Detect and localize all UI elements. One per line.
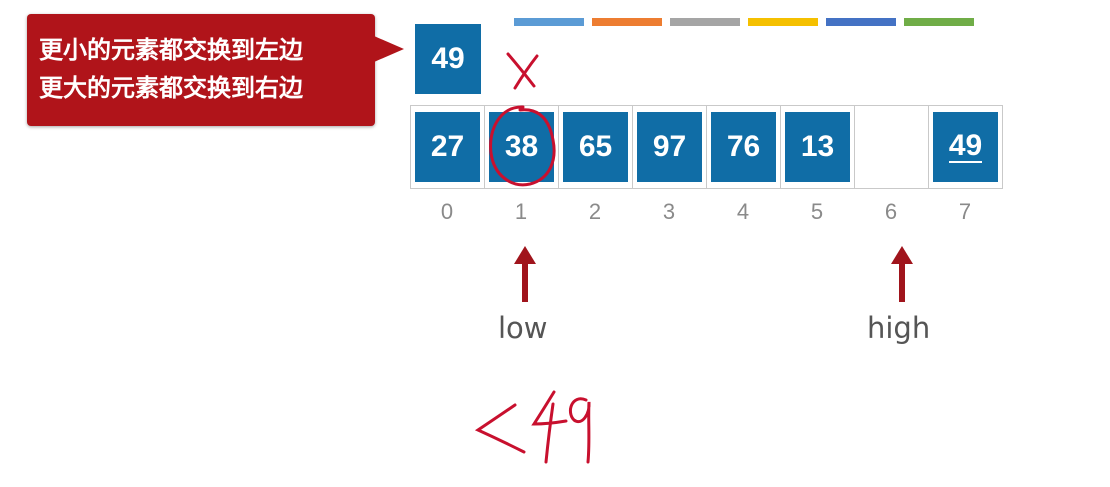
array-cell-value: 76 (711, 112, 776, 182)
color-segment (748, 18, 818, 26)
array-cell: 97 (632, 105, 707, 189)
array-cell: 13 (780, 105, 855, 189)
low-pointer-label: low (498, 311, 548, 345)
index-label: 1 (514, 199, 528, 224)
color-segment (670, 18, 740, 26)
callout-pointer (374, 36, 404, 62)
index-label: 6 (884, 199, 898, 224)
digit-4-stroke (531, 390, 568, 426)
high-pointer-arrow-icon (891, 246, 913, 302)
less-than-stroke (474, 403, 526, 454)
color-segment (904, 18, 974, 26)
index-label: 7 (958, 199, 972, 224)
array-cell-value: 65 (563, 112, 628, 182)
callout-line-1: 更小的元素都交换到左边 (39, 36, 303, 64)
high-pointer-label: high (867, 311, 931, 345)
array-cell: 76 (706, 105, 781, 189)
array-cell: 65 (558, 105, 633, 189)
array-cell-value: 13 (785, 112, 850, 182)
digit-4-stroke (544, 402, 555, 464)
index-label: 3 (662, 199, 676, 224)
color-segment (826, 18, 896, 26)
color-segment (514, 18, 584, 26)
array: 27 38 65 97 76 13 49 (410, 105, 1003, 189)
index-label: 4 (736, 199, 750, 224)
array-cell-value: 49 (933, 112, 998, 182)
color-segment (592, 18, 662, 26)
index-label: 5 (810, 199, 824, 224)
pivot-value-box: 49 (415, 24, 481, 94)
callout-line-2: 更大的元素都交换到右边 (39, 74, 303, 102)
index-label: 0 (440, 199, 454, 224)
array-cell: 27 (410, 105, 485, 189)
array-cell: 49 (928, 105, 1003, 189)
low-pointer-arrow-icon (514, 246, 536, 302)
array-cell-value: 97 (637, 112, 702, 182)
color-legend-strip (514, 18, 974, 26)
array-cell-empty (854, 105, 929, 189)
digit-9-stroke (569, 397, 591, 464)
array-cell-value-text: 49 (948, 129, 983, 163)
array-cell-value: 27 (415, 112, 480, 182)
array-indices: 0 1 2 3 4 5 6 7 (410, 199, 1002, 225)
array-cell: 38 (484, 105, 559, 189)
explanation-callout: 更小的元素都交换到左边 更大的元素都交换到右边 (27, 14, 375, 126)
array-cell-value: 38 (489, 112, 554, 182)
x-mark-stroke (513, 54, 539, 90)
x-mark-stroke (506, 52, 536, 88)
index-label: 2 (588, 199, 602, 224)
